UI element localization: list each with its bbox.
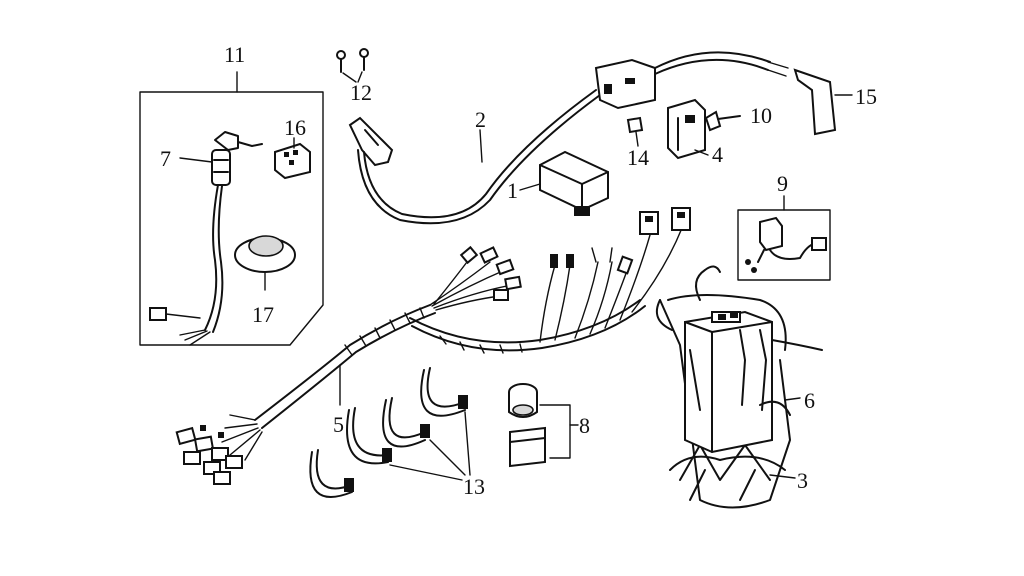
callout-3: 3 (797, 468, 808, 493)
callout-7: 7 (160, 146, 171, 171)
part-8-fuse-holder (508, 383, 579, 468)
callout-10: 10 (750, 103, 772, 128)
part-6-battery (684, 265, 823, 454)
callout-9: 9 (777, 171, 788, 196)
callout-17: 17 (252, 302, 274, 327)
part-13-straps (309, 367, 471, 498)
callout-6: 6 (804, 388, 815, 413)
part-14-nut (626, 116, 644, 147)
callout-16: 16 (284, 115, 306, 140)
part-17-grommet (234, 235, 296, 291)
callout-4: 4 (712, 142, 723, 167)
group-11-box (139, 71, 324, 346)
callout-1: 1 (507, 178, 518, 203)
part-1-regulator (519, 150, 609, 216)
part-10-bolt (704, 110, 741, 132)
part-16-connector (274, 137, 311, 180)
part-7-ignition-switch (149, 131, 263, 346)
callout-8: 8 (579, 413, 590, 438)
part-2-coil (594, 51, 789, 110)
callout-5: 5 (333, 412, 344, 437)
part-4-cdi (667, 98, 709, 160)
callout-12: 12 (350, 80, 372, 105)
callout-2: 2 (475, 107, 486, 132)
callout-13: 13 (463, 474, 485, 499)
part-3-battery-holder (656, 294, 796, 509)
callout-11: 11 (224, 42, 245, 67)
part-15-bracket (793, 68, 853, 136)
part-2-ht-lead (348, 89, 601, 225)
part-5-harness (175, 207, 691, 485)
part-9-box (737, 195, 831, 281)
callout-15: 15 (855, 84, 877, 109)
callout-14: 14 (627, 145, 649, 170)
part-12-screws (336, 48, 369, 83)
